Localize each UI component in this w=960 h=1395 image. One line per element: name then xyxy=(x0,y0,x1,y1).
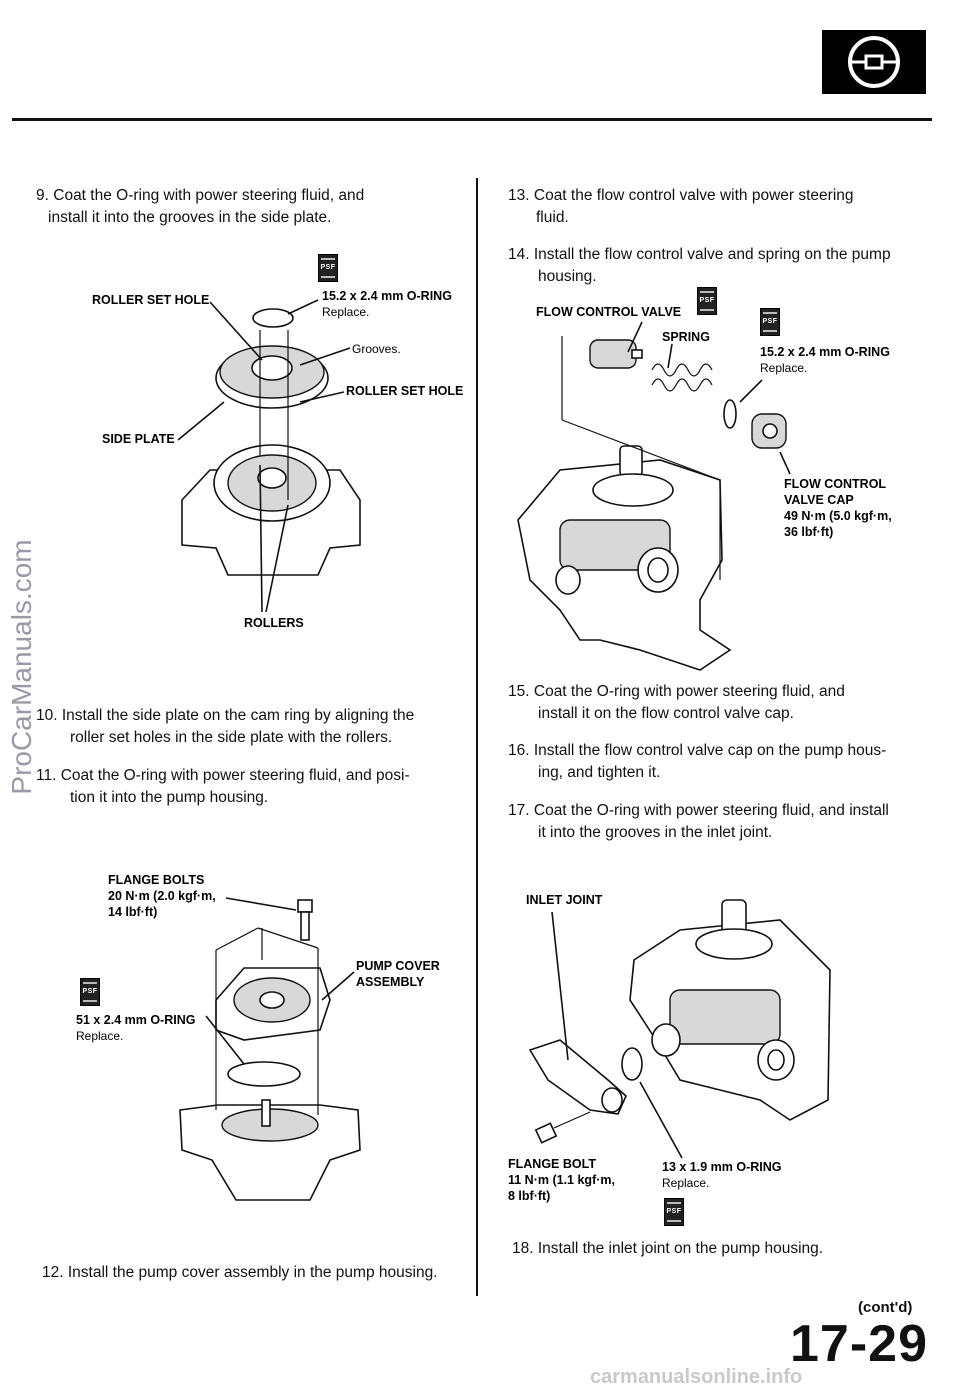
label-flange-bolt-torque: 11 N·m (1.1 kgf·m, xyxy=(508,1173,615,1187)
psf-fluid-icon: PSF xyxy=(318,254,338,282)
step-text: install it on the flow control valve cap… xyxy=(538,705,794,722)
label-replace: Replace. xyxy=(760,361,808,375)
contd-label: (cont'd) xyxy=(858,1299,913,1316)
label-roller-set-hole: ROLLER SET HOLE xyxy=(92,293,210,307)
label-oring-13: 13 x 1.9 mm O-RING xyxy=(662,1160,782,1174)
label-cap-torque: 49 N·m (5.0 kgf·m, xyxy=(784,509,892,523)
label-cap-torque-2: 36 lbf·ft) xyxy=(784,525,834,539)
label-flange-bolts: FLANGE BOLTS xyxy=(108,873,205,887)
step-text: Coat the O-ring with power steering flui… xyxy=(533,802,889,819)
step-text: roller set holes in the side plate with … xyxy=(70,729,393,746)
label-roller-set-hole-2: ROLLER SET HOLE xyxy=(346,384,464,398)
page-number: 17-29 xyxy=(790,1315,928,1373)
step-number: 15. xyxy=(508,683,530,700)
label-pump-cover-2: ASSEMBLY xyxy=(356,975,425,989)
step-9: 9. Coat the O-ring with power steering f… xyxy=(36,185,456,229)
step-number: 9. xyxy=(36,187,49,204)
step-number: 17. xyxy=(508,802,530,819)
label-grooves: Grooves. xyxy=(352,342,401,356)
label-side-plate: SIDE PLATE xyxy=(102,432,175,446)
step-18: 18. Install the inlet joint on the pump … xyxy=(512,1238,932,1260)
step-12: 12. Install the pump cover assembly in t… xyxy=(42,1262,462,1284)
psf-fluid-icon: PSF xyxy=(760,308,780,336)
label-flow-control-cap: FLOW CONTROL xyxy=(784,477,887,491)
label-valve-cap: VALVE CAP xyxy=(784,493,854,507)
step-number: 14. xyxy=(508,246,530,263)
label-oring: 15.2 x 2.4 mm O-RING xyxy=(322,289,452,303)
step-number: 18. xyxy=(512,1240,534,1257)
label-pump-cover: PUMP COVER xyxy=(356,959,440,973)
step-number: 13. xyxy=(508,187,530,204)
label-flange-bolt-torque-2: 8 lbf·ft) xyxy=(508,1189,551,1203)
step-number: 12. xyxy=(42,1264,64,1281)
footer-site: carmanualsonline.info xyxy=(590,1366,803,1388)
step-13: 13. Coat the flow control valve with pow… xyxy=(508,185,928,229)
step-text: Install the inlet joint on the pump hous… xyxy=(537,1240,824,1257)
step-text: Coat the O-ring with power steering flui… xyxy=(533,683,845,700)
step-number: 10. xyxy=(36,707,58,724)
label-replace: Replace. xyxy=(322,305,370,319)
step-text: Install the flow control valve and sprin… xyxy=(533,246,891,263)
step-16: 16. Install the flow control valve cap o… xyxy=(508,740,928,784)
steering-wheel-icon xyxy=(822,30,926,94)
psf-fluid-icon: PSF xyxy=(664,1198,684,1226)
label-spring: SPRING xyxy=(662,330,710,344)
step-text: Coat the O-ring with power steering flui… xyxy=(60,767,410,784)
step-text: ing, and tighten it. xyxy=(538,764,661,781)
step-14: 14. Install the flow control valve and s… xyxy=(508,244,928,288)
step-text: Install the flow control valve cap on th… xyxy=(533,742,887,759)
psf-fluid-icon: PSF xyxy=(80,978,100,1006)
step-text: Coat the flow control valve with power s… xyxy=(533,187,854,204)
label-flange-bolts-torque-2: 14 lbf·ft) xyxy=(108,905,158,919)
psf-fluid-icon: PSF xyxy=(697,287,717,315)
step-text: fluid. xyxy=(536,209,569,226)
step-text: it into the grooves in the inlet joint. xyxy=(538,824,773,841)
label-inlet-joint: INLET JOINT xyxy=(526,893,603,907)
label-replace: Replace. xyxy=(662,1176,710,1190)
label-flange-bolts-torque: 20 N·m (2.0 kgf·m, xyxy=(108,889,216,903)
step-number: 11. xyxy=(36,767,57,784)
step-text: housing. xyxy=(538,268,597,285)
step-text: Install the pump cover assembly in the p… xyxy=(67,1264,438,1281)
label-oring: 15.2 x 2.4 mm O-RING xyxy=(760,345,890,359)
header-rule xyxy=(12,118,932,121)
step-11: 11. Coat the O-ring with power steering … xyxy=(36,765,466,809)
label-rollers: ROLLERS xyxy=(244,616,304,630)
step-15: 15. Coat the O-ring with power steering … xyxy=(508,681,928,725)
step-text: Coat the O-ring with power steering flui… xyxy=(53,187,365,204)
step-number: 16. xyxy=(508,742,530,759)
label-flow-control-valve: FLOW CONTROL VALVE xyxy=(536,305,682,319)
step-17: 17. Coat the O-ring with power steering … xyxy=(508,800,928,844)
label-replace: Replace. xyxy=(76,1029,124,1043)
step-text: tion it into the pump housing. xyxy=(70,789,269,806)
step-text: install it into the grooves in the side … xyxy=(48,209,332,226)
step-text: Install the side plate on the cam ring b… xyxy=(61,707,415,724)
step-10: 10. Install the side plate on the cam ri… xyxy=(36,705,466,749)
column-divider xyxy=(476,178,478,1296)
label-oring-51: 51 x 2.4 mm O-RING xyxy=(76,1013,196,1027)
label-flange-bolt: FLANGE BOLT xyxy=(508,1157,596,1171)
